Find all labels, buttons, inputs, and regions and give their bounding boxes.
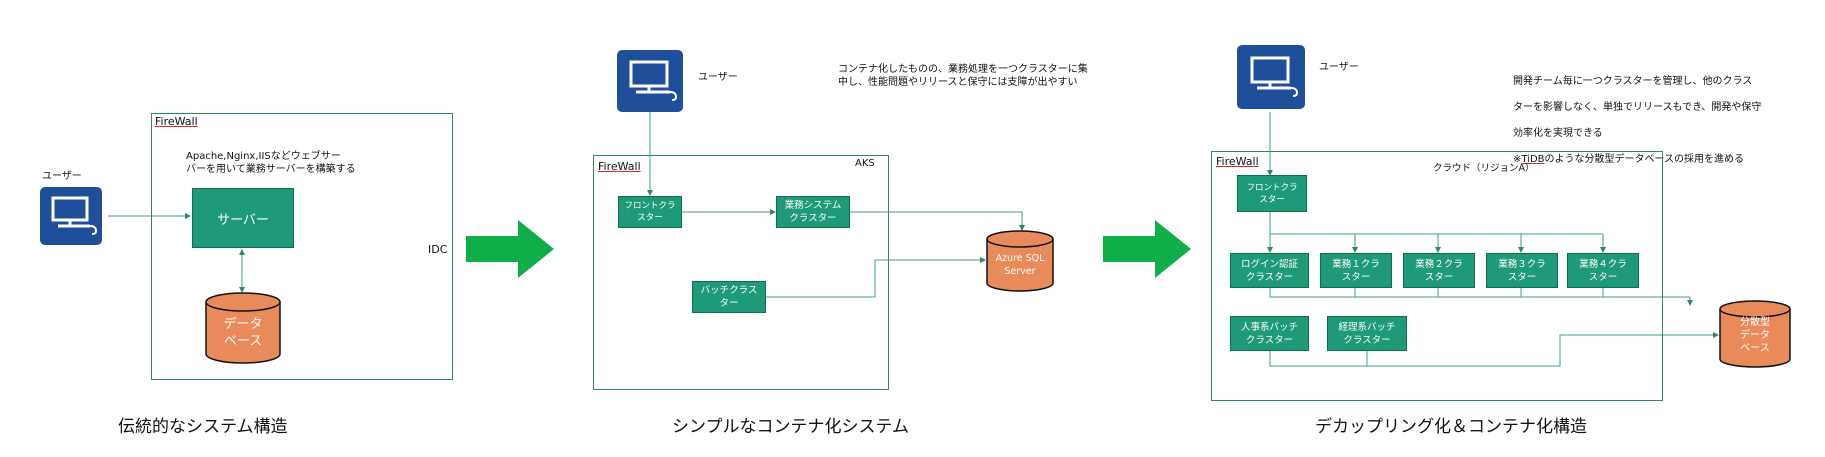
caption-traditional: 伝統的なシステム構造 — [118, 417, 288, 437]
business3-cluster-box: 業務３クラ スター — [1486, 253, 1558, 288]
database-label: データ ベース — [223, 317, 263, 349]
database-cylinder: データ ベース — [204, 292, 282, 364]
server-box: サーバー — [192, 188, 294, 248]
note-line-4: ※TiDBのような分散型データベースの採用を進める — [1513, 154, 1745, 165]
server-note: Apache,Nginx,IISなどウェブサー バーを用いて業務サーバーを構築す… — [186, 151, 356, 175]
batch-cluster-box: バッチクラス ター — [692, 281, 766, 313]
hr-batch-cluster-box: 人事系バッチ クラスター — [1230, 316, 1309, 351]
business-cluster-box: 業務システム クラスター — [776, 196, 850, 228]
distributed-db-cylinder: 分散型 データ ベース — [1718, 300, 1792, 368]
azure-sql-cylinder: Azure SQL Server — [985, 230, 1055, 292]
firewall-frame-2 — [593, 155, 889, 390]
front-cluster-box: フロントクラ スター — [1237, 175, 1307, 212]
front-cluster-box: フロントクラ スター — [618, 196, 682, 228]
container-note: コンテナ化したものの、業務処理を一つクラスターに集 中し、性能問題やリリースと保… — [838, 64, 1088, 88]
decoupling-note: 開発チーム毎に一つクラスターを管理し、他のクラス ターを影響しなく、単独でリリー… — [1513, 62, 1761, 179]
user-label: ユーザー — [1319, 62, 1359, 73]
user-computer-icon — [617, 50, 683, 112]
business2-cluster-box: 業務２クラ スター — [1403, 253, 1475, 288]
region-label: クラウド（リジョンA） — [1433, 163, 1535, 174]
transition-arrow-1 — [466, 220, 554, 278]
user-computer-icon — [1237, 45, 1305, 109]
note-line-1: 開発チーム毎に一つクラスターを管理し、他のクラス — [1513, 76, 1753, 87]
firewall-frame-1 — [151, 113, 453, 380]
firewall-label: FireWall — [1216, 155, 1259, 168]
azure-sql-label: Azure SQL Server — [995, 253, 1045, 277]
user-label: ユーザー — [698, 72, 738, 83]
firewall-frame-3 — [1211, 151, 1663, 401]
caption-simple-container: シンプルなコンテナ化システム — [672, 417, 909, 437]
idc-label: IDC — [428, 243, 448, 256]
accounting-batch-cluster-box: 経理系バッチ クラスター — [1327, 316, 1407, 351]
transition-arrow-2 — [1103, 220, 1191, 278]
login-cluster-box: ログイン認証 クラスター — [1230, 253, 1309, 288]
firewall-label: FireWall — [155, 115, 198, 128]
firewall-label: FireWall — [598, 160, 641, 173]
business4-cluster-box: 業務４クラ スター — [1567, 253, 1639, 288]
caption-decoupling: デカップリング化＆コンテナ化構造 — [1315, 417, 1587, 437]
user-label: ユーザー — [42, 171, 82, 182]
note-line-3: 効率化を実現できる — [1513, 128, 1603, 139]
tidb-link[interactable]: TiDB — [1521, 154, 1545, 165]
business1-cluster-box: 業務１クラ スター — [1320, 253, 1392, 288]
aks-label: AKS — [855, 158, 875, 169]
distributed-db-label: 分散型 データ ベース — [1740, 317, 1770, 354]
note-line-2: ターを影響しなく、単独でリリースもでき、開発や保守 — [1513, 102, 1762, 113]
user-computer-icon — [40, 187, 102, 245]
